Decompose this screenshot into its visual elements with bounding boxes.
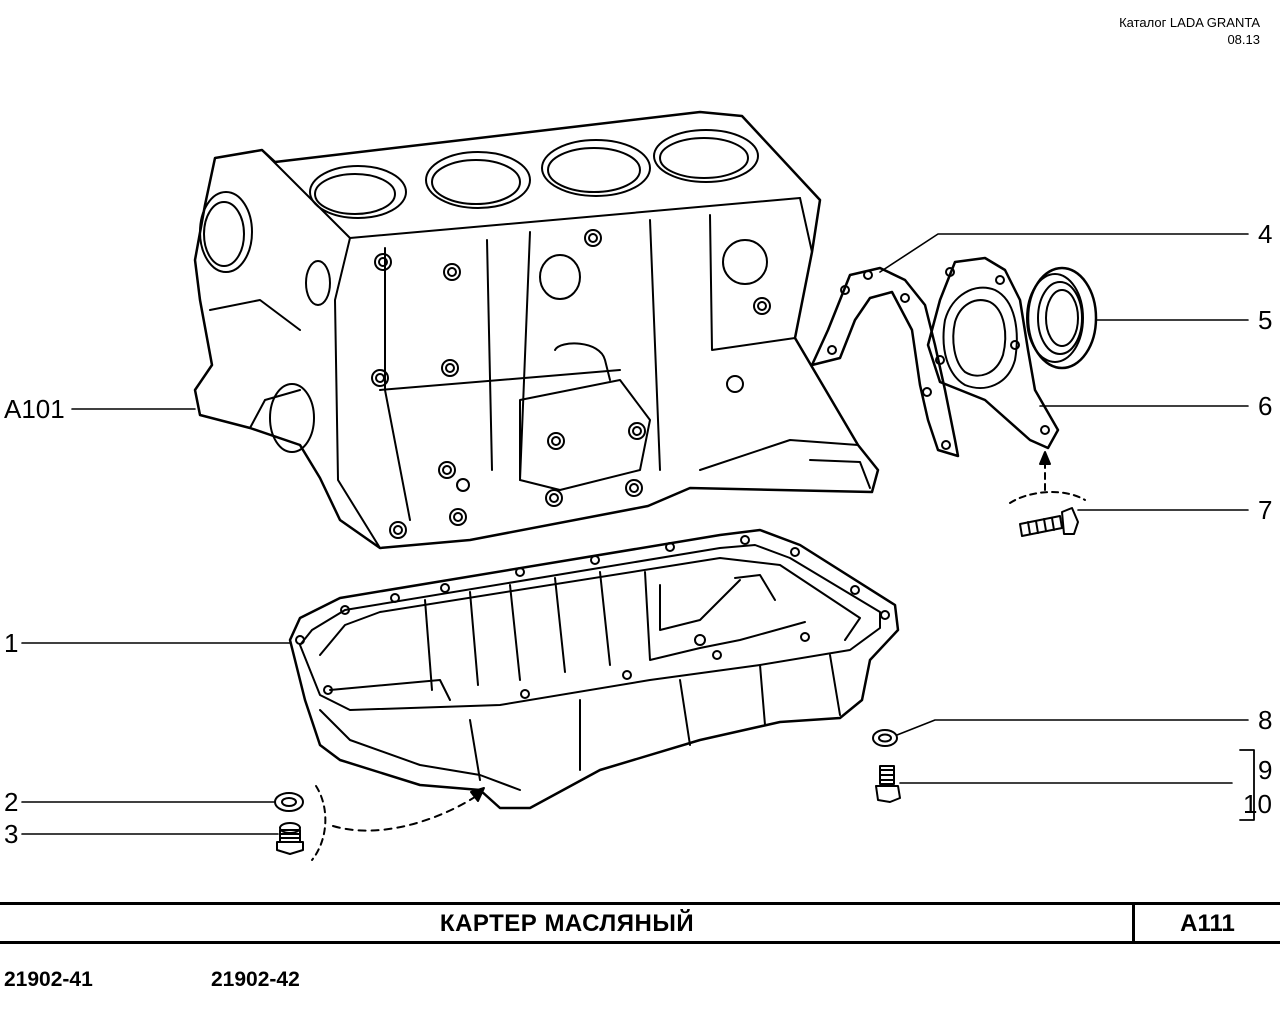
drain-plug: [276, 822, 304, 855]
callout-5: 5: [1258, 305, 1272, 335]
callout-8: 8: [1258, 705, 1272, 735]
drain-plug-arrow: [332, 794, 479, 832]
model-code-1: 21902-41: [4, 968, 93, 991]
leader-lines: [21, 233, 1255, 835]
assembly-ref-label: A101: [4, 394, 65, 424]
exploded-parts-drawing: A101 1 2 3 4 5 6 7 8 9 10: [4, 110, 1272, 861]
rear-seal-gasket: [810, 266, 960, 458]
callout-2: 2: [4, 787, 18, 817]
pan-bolt: [875, 765, 901, 803]
model-code-2: 21902-42: [211, 968, 300, 991]
oil-pan: [288, 528, 900, 810]
drain-plug-bracket: [311, 785, 327, 861]
drain-plug-washer: [274, 792, 304, 812]
drain-plug-arrowhead: [470, 787, 485, 802]
section-code: A111: [1180, 910, 1235, 937]
callout-10: 10: [1243, 789, 1272, 819]
title-divider: [1132, 905, 1135, 941]
catalog-header: Каталог LADA GRANTA 08.13: [1119, 14, 1260, 48]
callout-9: 9: [1258, 755, 1272, 785]
callout-4: 4: [1258, 219, 1272, 249]
callout-6: 6: [1258, 391, 1272, 421]
catalog-date: 08.13: [1227, 32, 1260, 47]
rear-seal-housing: [926, 256, 1060, 450]
engine-block: [193, 110, 880, 550]
page-title: КАРТЕР МАСЛЯНЫЙ: [439, 910, 695, 937]
crankshaft-oil-seal: [1026, 266, 1098, 370]
catalog-title: Каталог LADA GRANTA: [1119, 15, 1260, 30]
title-bar: КАРТЕР МАСЛЯНЫЙ A111: [0, 902, 1280, 944]
cover-bolt: [1009, 451, 1086, 537]
callout-7: 7: [1258, 495, 1272, 525]
washer-8: [872, 729, 898, 747]
callout-1: 1: [4, 628, 18, 658]
callout-3: 3: [4, 819, 18, 849]
